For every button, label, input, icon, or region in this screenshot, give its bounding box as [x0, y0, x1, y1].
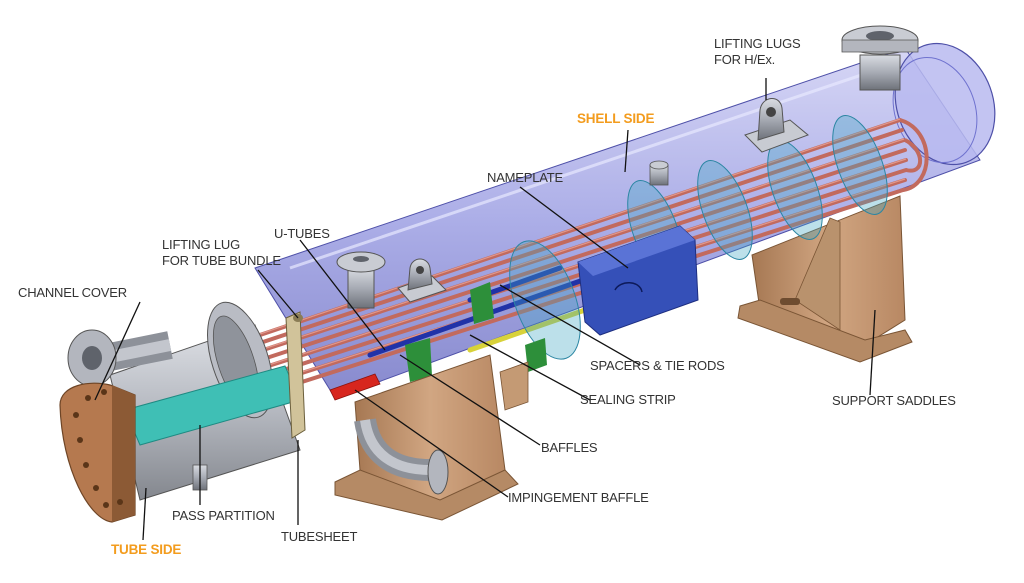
label-nameplate: NAMEPLATE [487, 170, 563, 185]
label-shell-side: SHELL SIDE [577, 111, 655, 126]
lifting-lug-tube-bundle [397, 258, 447, 303]
label-lifting-lugs-hex-line2: FOR H/Ex. [714, 52, 776, 67]
channel-cover [59, 382, 136, 523]
sealing-strip [467, 307, 588, 353]
label-lifting-lug-bundle: LIFTING LUG FOR TUBE BUNDLE [162, 237, 281, 269]
label-spacers-tie-rods: SPACERS & TIE RODS [590, 358, 725, 373]
label-tube-side: TUBE SIDE [111, 542, 182, 557]
label-sealing-strip: SEALING STRIP [580, 392, 676, 407]
label-support-saddles: SUPPORT SADDLES [832, 393, 956, 408]
bottom-nozzle [354, 417, 449, 495]
label-impingement-baffle: IMPINGEMENT BAFFLE [508, 490, 649, 505]
label-lifting-lugs-hex: LIFTING LUGS FOR H/Ex. [714, 36, 801, 68]
label-baffles: BAFFLES [541, 440, 598, 455]
baffle-green-segments [405, 282, 547, 382]
label-lifting-lug-bundle-line1: LIFTING LUG [162, 237, 240, 252]
top-nozzle-right [841, 25, 919, 91]
impingement-baffle [329, 373, 381, 401]
shell-small-nozzle [649, 160, 669, 186]
label-lifting-lugs-hex-line1: LIFTING LUGS [714, 36, 801, 51]
label-lifting-lug-bundle-line2: FOR TUBE BUNDLE [162, 253, 281, 268]
label-tubesheet: TUBESHEET [281, 529, 358, 544]
label-u-tubes: U-TUBES [274, 226, 330, 241]
leader-lines [94, 78, 876, 541]
label-channel-cover: CHANNEL COVER [18, 285, 127, 300]
label-pass-partition: PASS PARTITION [172, 508, 275, 523]
lifting-lug-shell [744, 98, 809, 153]
support-saddle-right [737, 195, 913, 363]
top-nozzle-left [336, 251, 386, 309]
